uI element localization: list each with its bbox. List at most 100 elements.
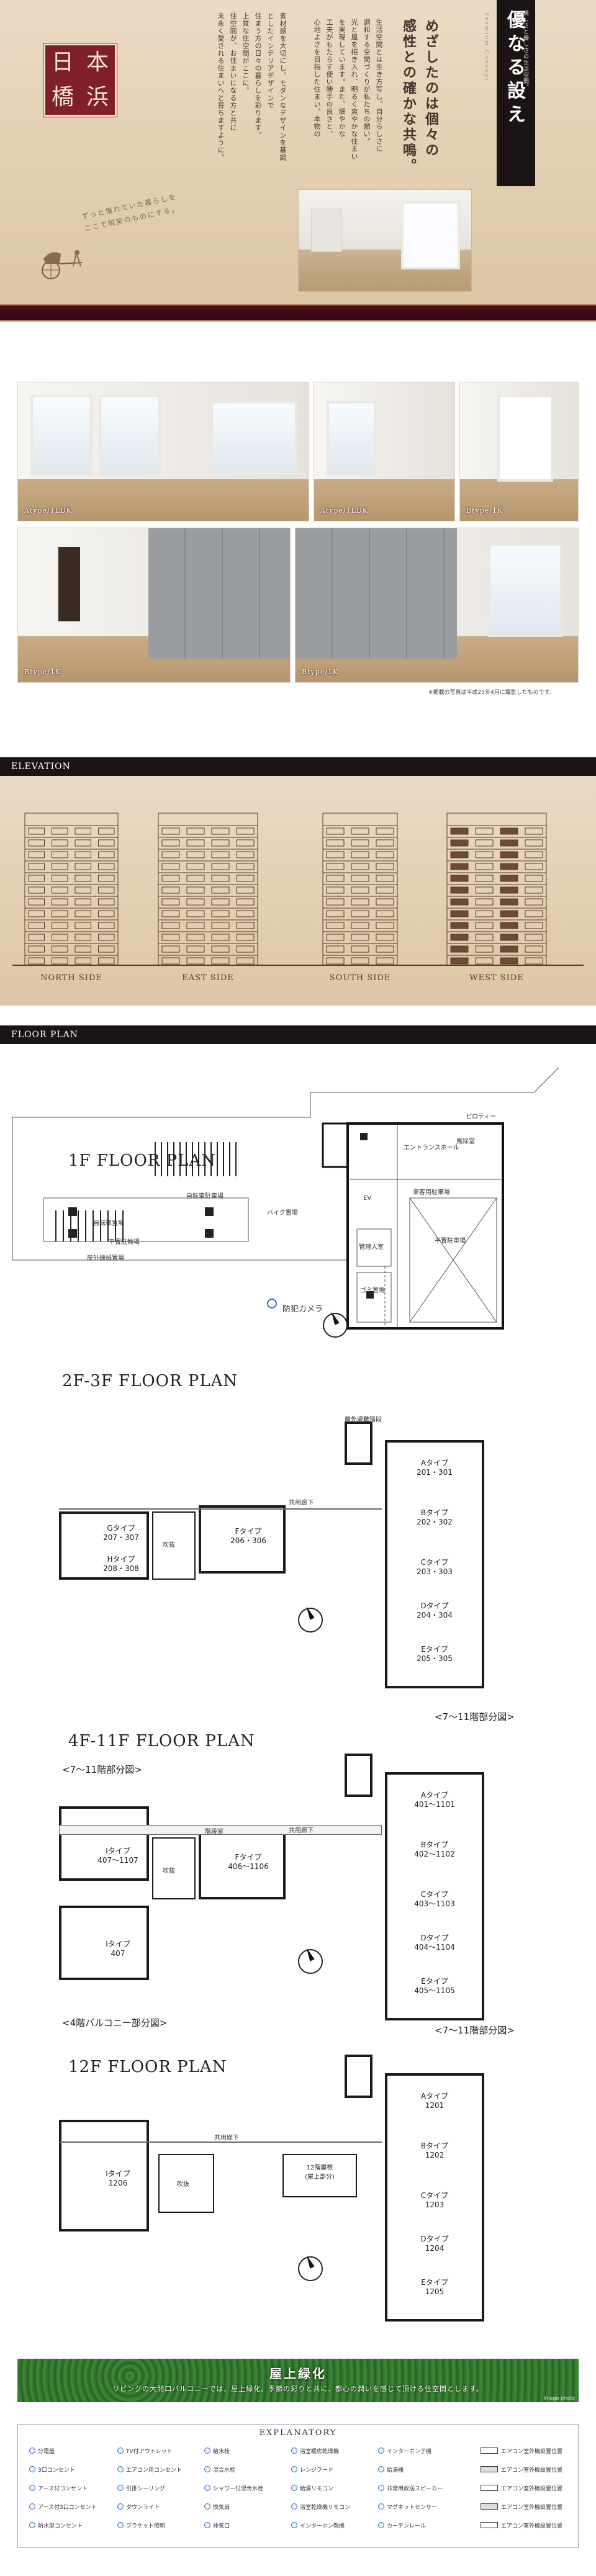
elevation-window [525,839,543,847]
unit-label: Dタイプ 204・304 [417,1601,453,1619]
legend-item-label: 防水型コンセント [38,2523,83,2529]
legend-item: 換気扇 [204,2503,230,2511]
elevation-window [500,957,518,965]
corridor-line [59,1508,382,1510]
elevation-window [475,875,494,882]
concept-title-box: Premium Concept 優なる設え 美しさと優しさの生活空間。 [483,0,535,186]
elevation-window [376,886,394,894]
elevation-window [376,910,394,917]
legend-item: 浴室乾燥機リモコン [291,2503,350,2511]
photo-note: ※掲載の写真は平成25年4月に撮影したものです。 [428,690,555,696]
plan-12f: 12F FLOOR PLAN Aタイプ 1201 Bタイプ 1202 Cタイプ … [0,2042,596,2340]
elevation-window [98,934,115,941]
greening-desc: リビングの大開口バルコニーでは、屋上緑化。季節の彩りと共に、都心の潤いを感じて頂… [112,2385,484,2393]
elevation-window [211,898,230,906]
unit-i [59,2120,149,2231]
elevation-window [351,886,369,894]
elevation-window [525,898,543,906]
elevation-window [351,839,369,847]
unit-label: Bタイプ 202・302 [417,1508,453,1526]
elevation-window [500,886,518,894]
plan-1f-label: 来客用駐車場 [413,1189,450,1196]
elevation-window [98,875,115,882]
body-col: 生活空間とは生き方写し。自分らしさに [375,19,383,153]
legend-item: レンジフード [291,2466,333,2474]
elevation-window [211,934,230,941]
concept-title: 優なる設え [503,10,525,128]
unit-label: Cタイプ 403〜1103 [414,1890,455,1908]
legend-symbol-icon [204,2466,210,2472]
unit-f [199,1831,286,1899]
elevation-window [326,910,345,917]
elevation-section: NORTH SIDE EAST SIDE SOUTH SIDE WEST SID… [0,776,596,1006]
elevation-window [326,945,345,953]
body-col: 末永く愛される住まいへと育ちますように。 [217,12,225,161]
elevation-window [525,886,543,894]
lead-copy: めざしたのは個々の 感性との確かな共鳴。 [397,19,442,174]
body-col: 住まう方の日々の暮らしを彩ります。 [254,12,262,139]
elevation-window [161,934,180,941]
elevation-window [74,957,91,965]
elevation-window [74,922,91,929]
elevation-window [28,898,45,906]
legend-item-label: 引掛シーリング [126,2486,166,2492]
legend-item-label: 浴室暖房乾燥機 [300,2449,340,2455]
elevation-window [525,910,543,917]
unit-label: Aタイプ 401〜1101 [414,1791,455,1809]
elevation-window [28,875,45,882]
elevation-window [351,875,369,882]
elevation-header: ELEVATION [0,757,596,776]
plan-1f-label: 平置駐輪場 [109,1239,140,1246]
elevation-window [186,863,205,870]
elevation-window [450,875,469,882]
elevation-window [500,863,518,870]
gallery-section: Atype/1LDK Atype/1LDK Btype/1K Btype/1K … [0,323,596,757]
elevation-window [186,910,205,917]
unit-label: Fタイプ 206・306 [230,1527,266,1545]
gallery-photo: Atype/1LDK [17,382,309,521]
elevation-window [98,863,115,870]
body-text-right: 生活空間とは生き方写し。自分らしさに 調和する空間づくりが私たちの願い。 光と風… [304,19,385,180]
elevation-window [52,898,68,906]
unit-label: Fタイプ 406〜1106 [228,1853,269,1871]
elevation-label-north: NORTH SIDE [40,973,102,983]
elevation-window [475,898,494,906]
elevation-window [475,886,494,894]
elevation-window [211,910,230,917]
elevation-window [211,827,230,835]
brand-logo: 日 本 橋 浜 [43,43,117,117]
elevation-window [351,957,369,965]
elevation-window [525,827,543,835]
legend-item-label: シャワー付混合水栓 [213,2486,264,2492]
legend-symbol-icon [117,2448,124,2454]
floorplan-header: FLOOR PLAN [0,1025,596,1044]
unit-i-balcony [59,1906,149,1980]
common-label: 共用廊下 [289,1827,314,1834]
elevation-window [28,851,45,858]
legend-item: 防水型コンセント [29,2521,83,2529]
elevation-window [98,922,115,929]
unit-label: Cタイプ 203・303 [417,1558,453,1576]
legend-swatch-icon [481,2466,498,2472]
elevation-window [186,957,205,965]
elevation-window [161,863,180,870]
legend-item: 給湯リモコン [291,2484,333,2492]
unit-label: Eタイプ 1205 [421,2278,448,2296]
elevation-window [74,875,91,882]
elevation-window [500,851,518,858]
legend-item-label: ダウンライト [126,2505,160,2511]
unit-label: Bタイプ 402〜1102 [414,1840,455,1858]
legend-symbol-icon [29,2466,35,2472]
photo-caption: Atype/1LDK [320,507,368,515]
elevation-window [211,839,230,847]
legend-symbol-icon [117,2466,124,2472]
elevation-window [161,945,180,953]
part-note: <7〜11階部分図> [62,1764,142,1775]
legend-item-label: 給湯器 [387,2467,404,2474]
unit-block-left [59,1511,149,1580]
legend-symbol-icon [378,2503,384,2510]
elevation-window [525,957,543,965]
elevation-window [74,863,91,870]
photo-caption: Btype/1K [302,668,339,676]
floorplan-title: FLOOR PLAN [11,1030,79,1040]
